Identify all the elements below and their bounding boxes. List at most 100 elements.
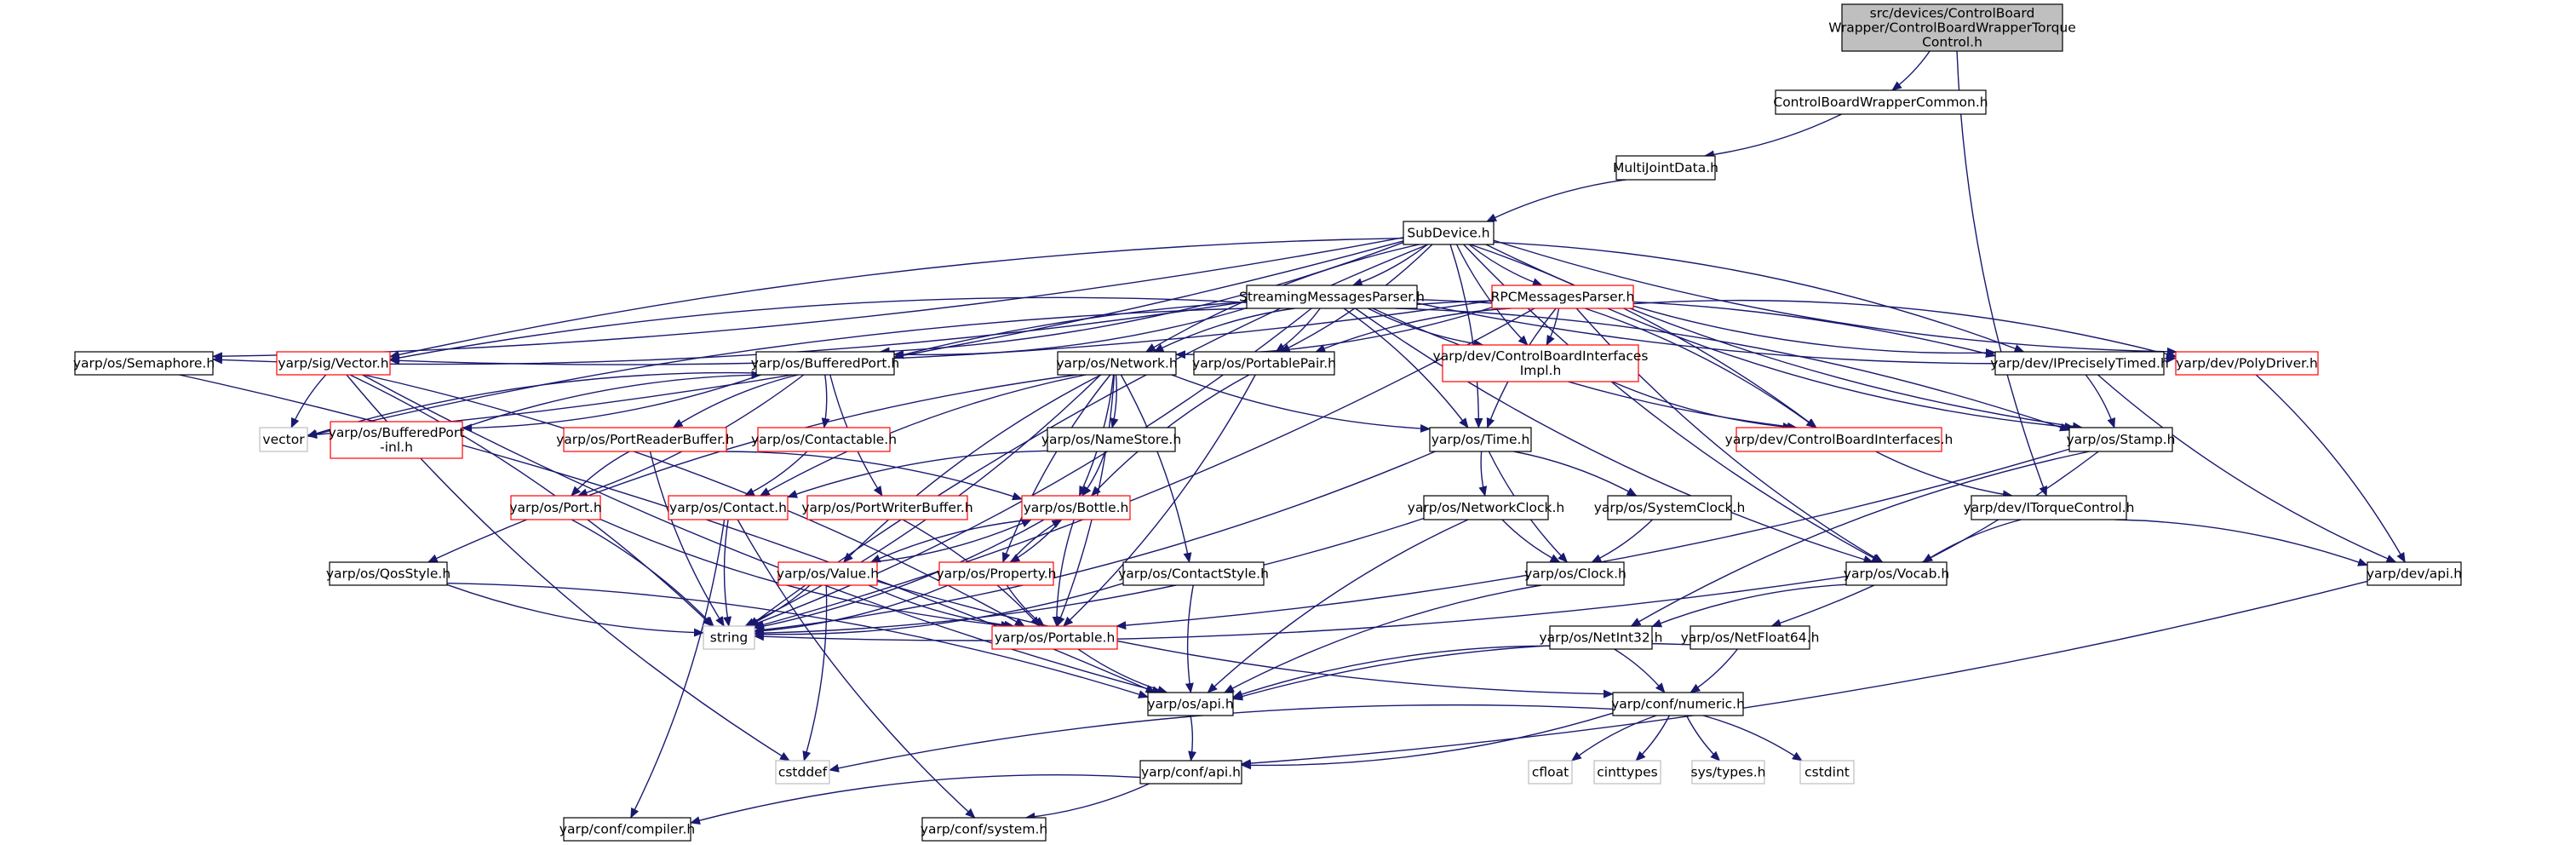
edge-root-to-itc (1956, 50, 2048, 497)
edge-vocab-to-string (754, 576, 1847, 641)
edge-subdev-to-cbii (1455, 244, 1529, 346)
node-nf64-label-line-0: yarp/os/NetFloat64.h (1681, 630, 1820, 646)
edge-time-to-string (754, 451, 1436, 635)
node-sem-label-line-0: yarp/os/Semaphore.h (73, 356, 215, 371)
node-sem[interactable]: yarp/os/Semaphore.h (73, 351, 215, 376)
node-netclock[interactable]: yarp/os/NetworkClock.h (1408, 495, 1564, 520)
node-portable-box (991, 625, 1118, 650)
node-ppair[interactable]: yarp/os/PortablePair.h (1192, 351, 1336, 376)
edge-subdev-to-ipt (1493, 241, 2025, 353)
node-cstddef: cstddef (775, 760, 830, 785)
node-qos-label-line-0: yarp/os/QosStyle.h (326, 566, 450, 582)
edge-rpc-to-cbi (1584, 308, 1817, 428)
node-bpinl[interactable]: yarp/os/BufferedPort-inl.h (329, 421, 465, 459)
node-portable-label-line-0: yarp/os/Portable.h (995, 630, 1116, 646)
node-value[interactable]: yarp/os/Value.h (777, 561, 879, 586)
node-smp-box (1246, 285, 1418, 309)
node-cbii-label-line-1: Impl.h (1520, 363, 1562, 378)
edge-netclock-to-string (754, 517, 1425, 638)
node-vocab-label-line-0: yarp/os/Vocab.h (1844, 566, 1949, 582)
node-bottle[interactable]: yarp/os/Bottle.h (1021, 495, 1131, 520)
edge-subdev-to-cbi (1470, 244, 1817, 428)
edge-itc-to-devapi (2114, 519, 2368, 566)
edge-rpc-to-cbii (1546, 308, 1560, 346)
edge-netclock-to-clock (1501, 519, 1561, 563)
node-qos[interactable]: yarp/os/QosStyle.h (326, 561, 450, 586)
node-devapi[interactable]: yarp/dev/api.h (2367, 561, 2462, 586)
node-root[interactable]: src/devices/ControlBoardWrapper/ControlB… (1828, 3, 2076, 52)
node-cstyle[interactable]: yarp/os/ContactStyle.h (1118, 561, 1269, 586)
node-stamp-box (2068, 427, 2173, 452)
edge-qos-to-osapi (446, 583, 1149, 698)
node-smp[interactable]: StreamingMessagesParser.h (1239, 285, 1425, 309)
node-rpc[interactable]: RPCMessagesParser.h (1491, 285, 1635, 309)
node-cstddef-label-line-0: cstddef (778, 765, 828, 780)
node-vector-label-line-0: vector (262, 432, 305, 447)
node-bport[interactable]: yarp/os/BufferedPort.h (751, 351, 899, 376)
node-contactable[interactable]: yarp/os/Contactable.h (751, 427, 897, 452)
node-cstdint: cstdint (1799, 760, 1855, 785)
edge-value-to-string (745, 584, 811, 627)
node-systypes-box (1691, 760, 1765, 785)
edge-subdev-to-rpc (1468, 244, 1543, 286)
node-vec[interactable]: yarp/sig/Vector.h (276, 351, 391, 376)
node-itc[interactable]: yarp/dev/ITorqueControl.h (1964, 495, 2135, 520)
node-sem-box (74, 351, 214, 376)
node-cbwc[interactable]: ControlBoardWrapperCommon.h (1773, 89, 1988, 115)
node-net[interactable]: yarp/os/Network.h (1056, 351, 1178, 376)
node-poly[interactable]: yarp/dev/PolyDriver.h (2175, 351, 2319, 376)
node-ipt[interactable]: yarp/dev/IPreciselyTimed.h (1990, 351, 2169, 376)
node-system[interactable]: yarp/conf/system.h (921, 817, 1047, 842)
node-netclock-box (1423, 495, 1549, 520)
node-numeric[interactable]: yarp/conf/numeric.h (1611, 692, 1745, 716)
node-devapi-label-line-0: yarp/dev/api.h (2367, 566, 2462, 582)
edge-cbii-to-cbi (1611, 381, 1793, 431)
node-clock[interactable]: yarp/os/Clock.h (1524, 561, 1626, 586)
node-ppair-box (1193, 351, 1335, 376)
node-sysclock-box (1607, 495, 1732, 520)
edge-portable-to-osapi (1077, 648, 1168, 694)
node-rpc-box (1491, 285, 1634, 309)
node-cbi[interactable]: yarp/dev/ControlBoardInterfaces.h (1725, 427, 1954, 452)
node-bottle-label-line-0: yarp/os/Bottle.h (1024, 500, 1129, 515)
node-nf64[interactable]: yarp/os/NetFloat64.h (1681, 625, 1820, 650)
edge-net-to-value (842, 374, 1102, 563)
edge-prb-to-string (649, 451, 725, 627)
node-pwb[interactable]: yarp/os/PortWriterBuffer.h (801, 495, 973, 520)
node-prb[interactable]: yarp/os/PortReaderBuffer.h (556, 427, 734, 452)
edge-rpc-to-stamp (1607, 308, 2075, 431)
node-vocab[interactable]: yarp/os/Vocab.h (1844, 561, 1949, 586)
edge-vec-to-osapi (362, 374, 1162, 695)
node-prop-label-line-0: yarp/os/Property.h (936, 566, 1056, 582)
node-sysclock[interactable]: yarp/os/SystemClock.h (1594, 495, 1746, 520)
node-ns[interactable]: yarp/os/NameStore.h (1041, 427, 1181, 452)
node-port[interactable]: yarp/os/Port.h (509, 495, 602, 520)
node-portable[interactable]: yarp/os/Portable.h (991, 625, 1118, 650)
edge-value-to-numeric (876, 580, 1614, 698)
node-confapi[interactable]: yarp/conf/api.h (1139, 760, 1242, 785)
node-osapi[interactable]: yarp/os/api.h (1147, 692, 1234, 716)
node-cstdint-label-line-0: cstdint (1804, 765, 1850, 780)
node-mjd[interactable]: MultiJointData.h (1613, 155, 1718, 181)
edge-numeric-to-systypes (1685, 715, 1721, 762)
node-rpc-label-line-0: RPCMessagesParser.h (1491, 290, 1635, 305)
node-netclock-label-line-0: yarp/os/NetworkClock.h (1408, 500, 1564, 515)
node-subdev[interactable]: SubDevice.h (1403, 221, 1495, 245)
edge-smp-to-stamp (1395, 308, 2070, 432)
edge-vocab-to-ni32 (1651, 583, 1847, 628)
edge-vec-to-vector (290, 374, 327, 428)
edge-value-to-portable (868, 584, 1015, 629)
edge-smp-to-vocab (1355, 308, 1874, 564)
edge-subdev-to-stamp (1485, 244, 2083, 431)
node-bpinl-label-line-0: yarp/os/BufferedPort (329, 425, 465, 440)
edge-ppair-to-portable (1063, 374, 1256, 627)
node-time[interactable]: yarp/os/Time.h (1429, 427, 1532, 452)
node-prop[interactable]: yarp/os/Property.h (936, 561, 1057, 586)
node-compiler[interactable]: yarp/conf/compiler.h (559, 817, 695, 842)
node-time-label-line-0: yarp/os/Time.h (1431, 432, 1530, 447)
node-ni32[interactable]: yarp/os/NetInt32.h (1539, 625, 1663, 650)
edge-vec-to-string (349, 374, 714, 627)
node-contact[interactable]: yarp/os/Contact.h (668, 495, 789, 520)
node-stamp[interactable]: yarp/os/Stamp.h (2067, 427, 2176, 452)
